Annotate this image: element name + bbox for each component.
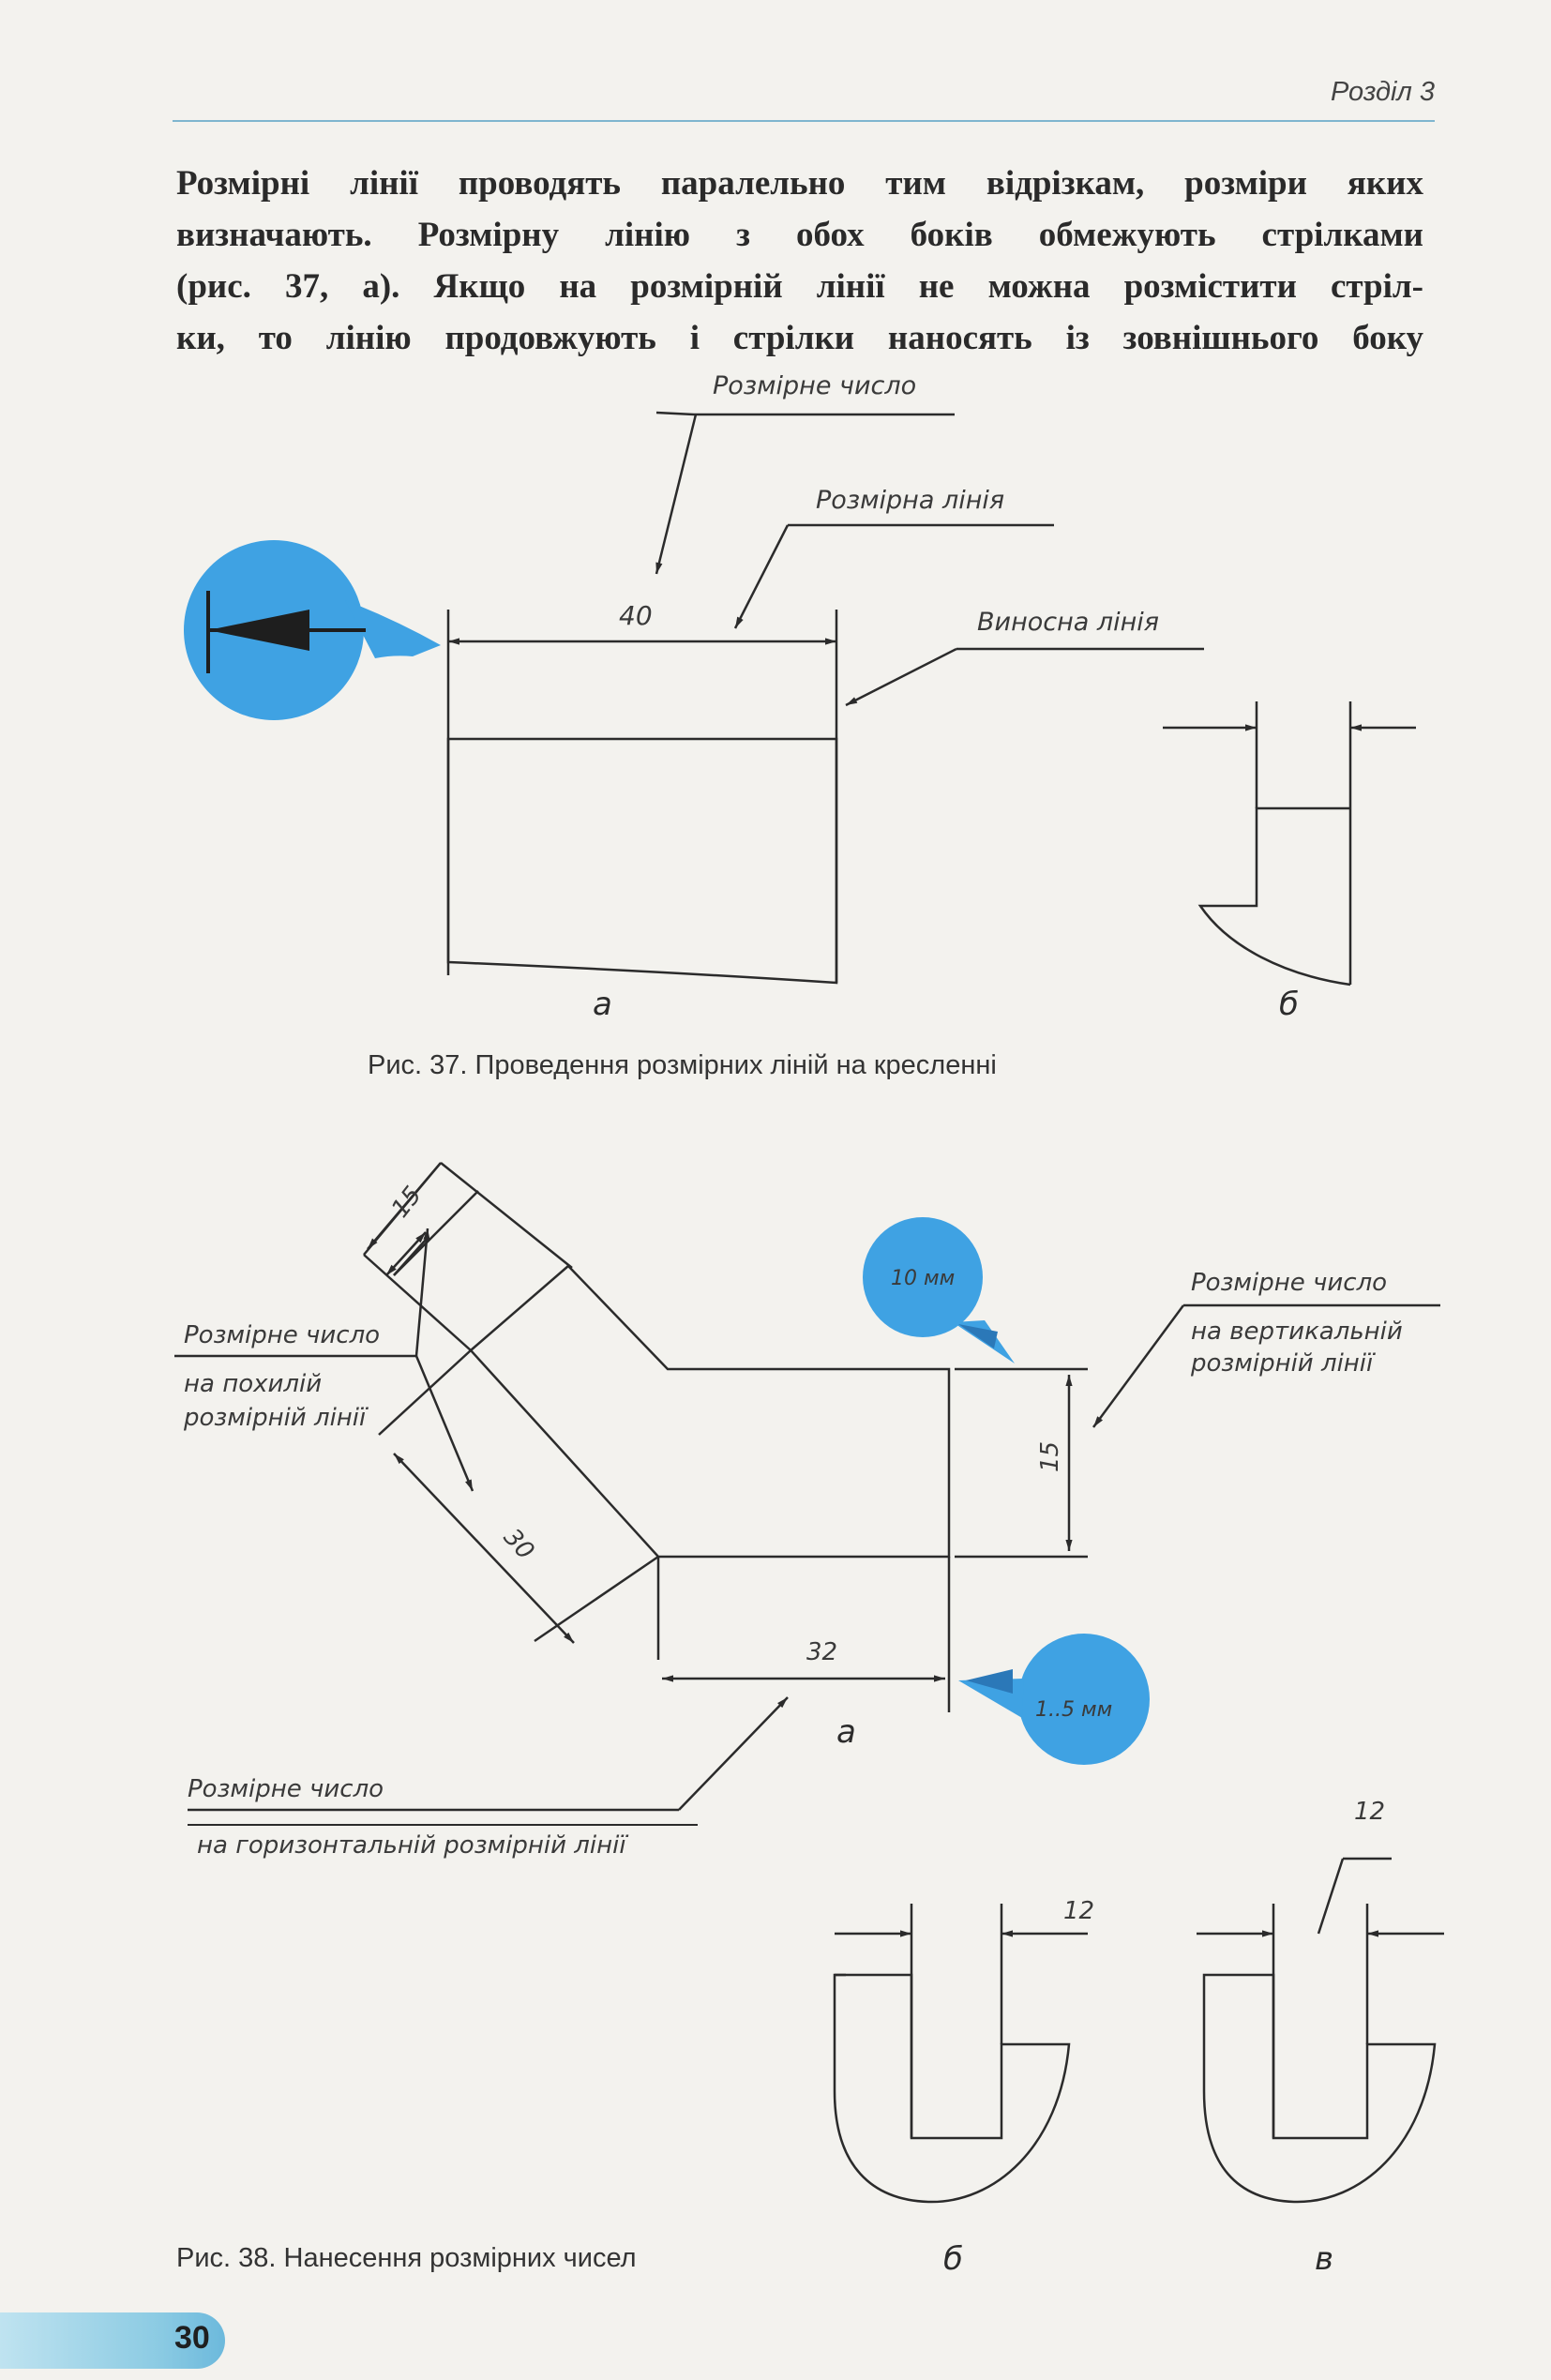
figure-38bv-labels: 12 12 б в — [943, 1798, 1385, 2278]
figure-38b — [833, 1904, 1088, 2204]
figure-38-caption: Рис. 38. Нанесення розмірних чисел — [176, 2243, 637, 2273]
dimension-value-15-vertical: 15 — [1036, 1441, 1064, 1472]
label-inclined-1: Розмірне число — [184, 1321, 380, 1349]
section-label: Розділ 3 — [1331, 77, 1435, 107]
paragraph-line: визначають. Розмірну лінію з обох боків … — [176, 216, 1423, 254]
label-vertical-1: Розмірне число — [1191, 1269, 1387, 1297]
arrow-detail-callout — [184, 540, 441, 720]
part-outline-a — [446, 737, 838, 985]
sub-label-38b: б — [943, 2240, 963, 2278]
paragraph-line: ки, то лінію продовжують і стрілки нанос… — [176, 319, 1423, 357]
dimension-value-40: 40 — [619, 600, 653, 631]
sub-label-a: а — [593, 986, 612, 1023]
leader-12-v — [1317, 1858, 1345, 1935]
label-dimension-number: Розмірне число — [713, 371, 916, 400]
label-inclined-2: на похилій — [184, 1370, 322, 1398]
figure-37 — [184, 411, 1416, 987]
label-inclined-3: розмірній лінії — [183, 1404, 369, 1432]
part-outline-38v — [1202, 1973, 1437, 2204]
label-dimension-line: Розмірна лінія — [816, 486, 1004, 515]
callout-10mm-text: 10 мм — [891, 1267, 955, 1290]
page-number: 30 — [174, 2320, 210, 2356]
label-extension-line: Виносна лінія — [977, 608, 1159, 637]
dimension-value-32: 32 — [806, 1638, 837, 1666]
figure-38a-labels: 15 30 15 32 10 мм 1..5 мм Розмірне число… — [183, 1182, 1403, 1860]
figure-37-caption: Рис. 37. Проведення розмірних ліній на к… — [368, 1050, 997, 1080]
sub-label-38a: а — [836, 1713, 856, 1751]
figure-37-labels: Розмірне число Розмірна лінія Виносна лі… — [593, 371, 1299, 1023]
dimension-value-30: 30 — [498, 1524, 539, 1566]
label-vertical-2: на вертикальній — [1191, 1318, 1403, 1346]
sub-label-b: б — [1279, 986, 1299, 1023]
dimension-value-12-b: 12 — [1063, 1897, 1094, 1925]
leader-dimension-number — [655, 411, 955, 416]
figure-38v — [1197, 1857, 1444, 2204]
label-horizontal-1: Розмірне число — [188, 1775, 384, 1803]
part-outline-38b — [833, 1973, 1071, 2204]
paragraph-line: (рис. 37, а). Якщо на розмірній лінії не… — [176, 267, 1423, 306]
header-rule — [173, 120, 1435, 122]
figure-38a — [174, 1162, 1440, 1812]
callout-1-5mm — [958, 1634, 1150, 1765]
sub-label-38v: в — [1315, 2240, 1333, 2278]
body-paragraph: Розмірні лінії проводять паралельно тим … — [176, 158, 1423, 364]
label-vertical-3: розмірній лінії — [1190, 1349, 1376, 1378]
paragraph-line: Розмірні лінії проводять паралельно тим … — [176, 164, 1423, 203]
part-outline-b — [1197, 806, 1351, 987]
callout-1-5mm-text: 1..5 мм — [1035, 1698, 1112, 1722]
callout-10mm — [863, 1217, 1015, 1363]
page-number-tab — [0, 2312, 225, 2369]
label-horizontal-2: на горизонтальній розмірній лінії — [197, 1831, 628, 1860]
dimension-value-12-v: 12 — [1354, 1798, 1385, 1826]
